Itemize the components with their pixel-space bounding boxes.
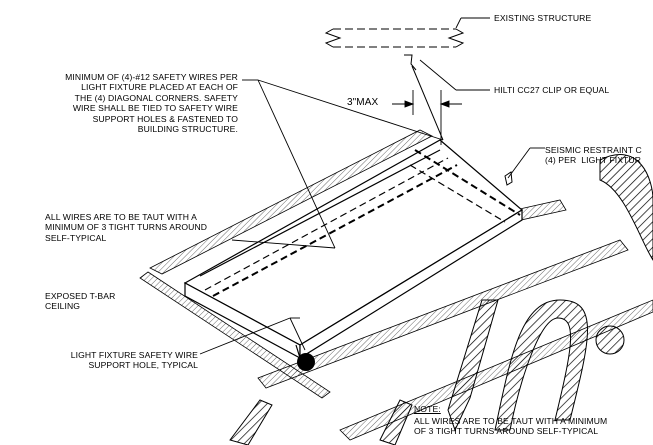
label-taut-wires: ALL WIRES ARE TO BE TAUT WITH A MINIMUM … [45,212,208,243]
label-tbar-ceiling: EXPOSED T-BAR CEILING [45,291,116,312]
label-safety-wires: MINIMUM OF (4)-#12 SAFETY WIRES PER LIGH… [65,72,238,135]
hilti-clip [404,54,444,141]
existing-structure [324,28,465,48]
label-note-title: NOTE: [414,404,441,414]
label-existing-structure: EXISTING STRUCTURE [494,13,592,23]
label-note-body: ALL WIRES ARE TO BE TAUT WITH A MINIMUM … [414,416,608,437]
leader-lines [199,17,545,355]
label-seismic-restraint: SEISMIC RESTRAINT C (4) PER LIGHT FIXTUR [545,145,642,166]
dimension-3in-max [392,90,462,145]
label-hilti-clip: HILTI CC27 CLIP OR EQUAL [494,85,610,95]
label-dimension: 3"MAX [347,97,379,108]
label-support-hole: LIGHT FIXTURE SAFETY WIRE SUPPORT HOLE, … [70,350,198,371]
light-fixture [183,139,524,360]
watermark [229,154,653,445]
support-hole [297,353,315,371]
